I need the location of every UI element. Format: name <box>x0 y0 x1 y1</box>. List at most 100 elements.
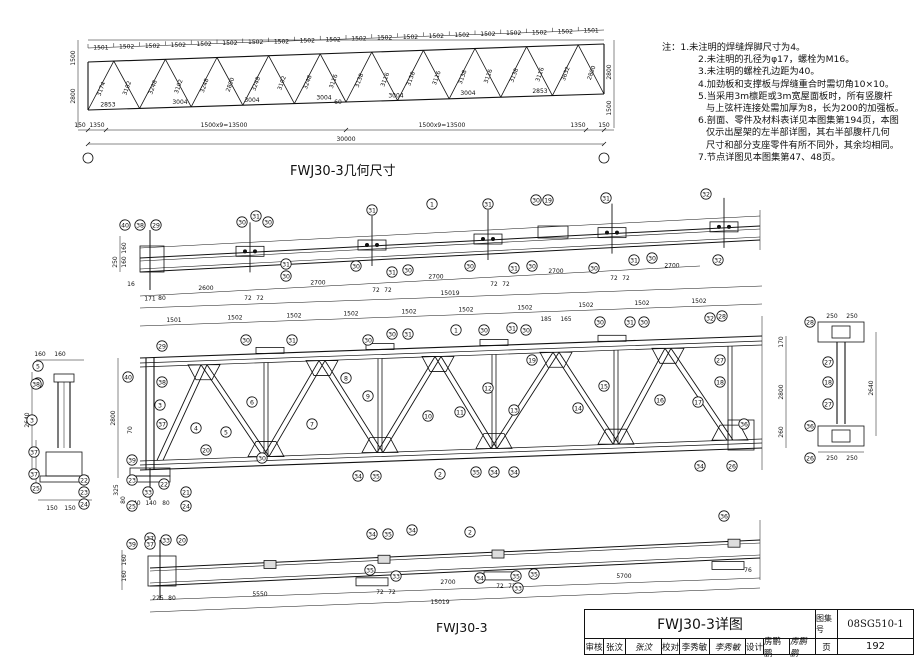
bolt-hole <box>717 224 722 229</box>
web-member-edge <box>618 348 672 445</box>
part-callout-circle <box>220 426 232 438</box>
part-label: 4 <box>194 425 198 432</box>
left-height-dim: 2800 <box>70 88 77 103</box>
bolt-hole <box>252 249 257 254</box>
left-end-section: 160160150150264035373825242322337 <box>24 351 92 512</box>
diagonal-length: 3138 <box>509 67 520 83</box>
left-dim-text: 160 <box>121 256 128 268</box>
part-label: 33 <box>514 585 522 592</box>
connection-plate <box>377 554 391 564</box>
left-dim-text: 16 <box>127 281 135 288</box>
part-label: 27 <box>824 359 832 366</box>
part-callout-circle <box>190 422 202 434</box>
part-callout-circle <box>280 258 292 270</box>
overall-dim-text: 15019 <box>430 599 449 606</box>
part-callout-circle <box>122 371 134 383</box>
part-callout-circle <box>470 466 482 478</box>
part-callout-circle <box>340 372 352 384</box>
web-diagonal <box>577 44 605 95</box>
part-label: 30 <box>404 267 412 274</box>
part-callout-circle <box>588 262 600 274</box>
part-callout-circle <box>646 252 658 264</box>
part-label: 40 <box>124 374 132 381</box>
part-label: 30 <box>352 263 360 270</box>
web-member-edge <box>376 356 436 453</box>
diagonal-length: 3248 <box>200 78 211 94</box>
note-line: 注：1.未注明的焊缝焊脚尺寸为4。 <box>662 42 806 53</box>
web-member-edge <box>162 364 208 461</box>
web-member-edge <box>434 356 492 449</box>
part-label: 5 <box>224 429 228 436</box>
part-label: 30 <box>480 327 488 334</box>
drawing-title: FWJ30-3详图 <box>657 617 743 633</box>
end-plate <box>139 245 165 273</box>
web-member-edge <box>612 348 666 445</box>
part-label: 30 <box>648 255 656 262</box>
part-label: 31 <box>510 265 518 272</box>
note-line: 尺寸和部分支座零件有所不同外，其余均相同。 <box>706 139 899 151</box>
part-callout-circle <box>250 210 262 222</box>
panel-dim-text: 1502 <box>691 298 706 305</box>
left-height-text: 2800 <box>110 410 117 425</box>
note-line: 2.未注明的孔径为φ17，螺栓为M16。 <box>698 54 855 66</box>
section-dim-text: 250 <box>846 455 858 462</box>
part-label: 3 <box>30 417 34 424</box>
bottom-chord-edge <box>139 442 763 466</box>
small-dim-text: 72 <box>496 584 504 590</box>
right-height-text: 260 <box>778 426 785 438</box>
part-callout-circle <box>718 510 730 522</box>
part-callout-circle <box>382 528 394 540</box>
web-diagonal <box>216 57 244 106</box>
part-callout-circle <box>32 360 44 372</box>
part-callout-circle <box>406 524 418 536</box>
part-label: 24 <box>182 503 190 510</box>
lower-dim-text: 1350 <box>89 122 104 129</box>
part-label: 28 <box>718 313 726 320</box>
small-dim-text: 72 <box>372 288 380 294</box>
part-callout-circle <box>624 316 636 328</box>
small-dim-text: 72 <box>508 584 516 590</box>
checker-name: 李秀敏 <box>679 638 709 655</box>
top-segment-dim: 1502 <box>351 36 366 43</box>
top-segment-dim: 1502 <box>248 39 263 46</box>
bottom-gusset-plate <box>597 428 635 445</box>
diagonal-length: 3248 <box>148 79 159 95</box>
section-dim-text: 150 <box>46 505 58 512</box>
section-bottom-box <box>817 425 865 447</box>
part-label: 17 <box>694 399 702 406</box>
part-callout-circle <box>350 260 362 272</box>
bottom-gusset-plate <box>247 441 285 457</box>
part-callout-circle <box>370 470 382 482</box>
web-diagonal <box>345 51 373 103</box>
bolt-hole <box>490 237 495 242</box>
part-callout-circle <box>78 474 90 486</box>
plan-dim-line <box>139 265 701 297</box>
section-base-box <box>45 451 83 477</box>
part-callout-circle <box>78 486 90 498</box>
part-callout-circle <box>160 534 172 546</box>
bolt-hole <box>364 243 369 248</box>
part-label: 30 <box>238 219 246 226</box>
part-callout-circle <box>156 340 168 352</box>
part-label: 30 <box>532 197 540 204</box>
part-callout-circle <box>236 216 248 228</box>
plan-dim-text: 225 <box>152 595 164 602</box>
web-diagonal <box>526 46 553 96</box>
dim-tick <box>343 127 349 133</box>
part-callout-circle <box>804 452 816 464</box>
part-label: 37 <box>30 471 38 478</box>
part-callout-circle <box>512 582 524 594</box>
top-chord-edge <box>139 335 763 359</box>
bottom-chord-edge <box>139 438 763 462</box>
diagonal-length: 3138 <box>355 72 366 88</box>
part-callout-circle <box>426 198 438 210</box>
web-member-edge <box>490 352 554 449</box>
part-label: 34 <box>408 527 416 534</box>
top-segment-dim: 1502 <box>171 42 186 49</box>
top-gusset-plate <box>651 347 685 364</box>
diagonal-length: 3632 <box>561 66 572 82</box>
part-callout-circle <box>478 324 490 336</box>
right-height-text: 2800 <box>778 384 785 399</box>
reviewer-name: 张汶 <box>603 638 625 655</box>
part-callout-circle <box>126 500 138 512</box>
